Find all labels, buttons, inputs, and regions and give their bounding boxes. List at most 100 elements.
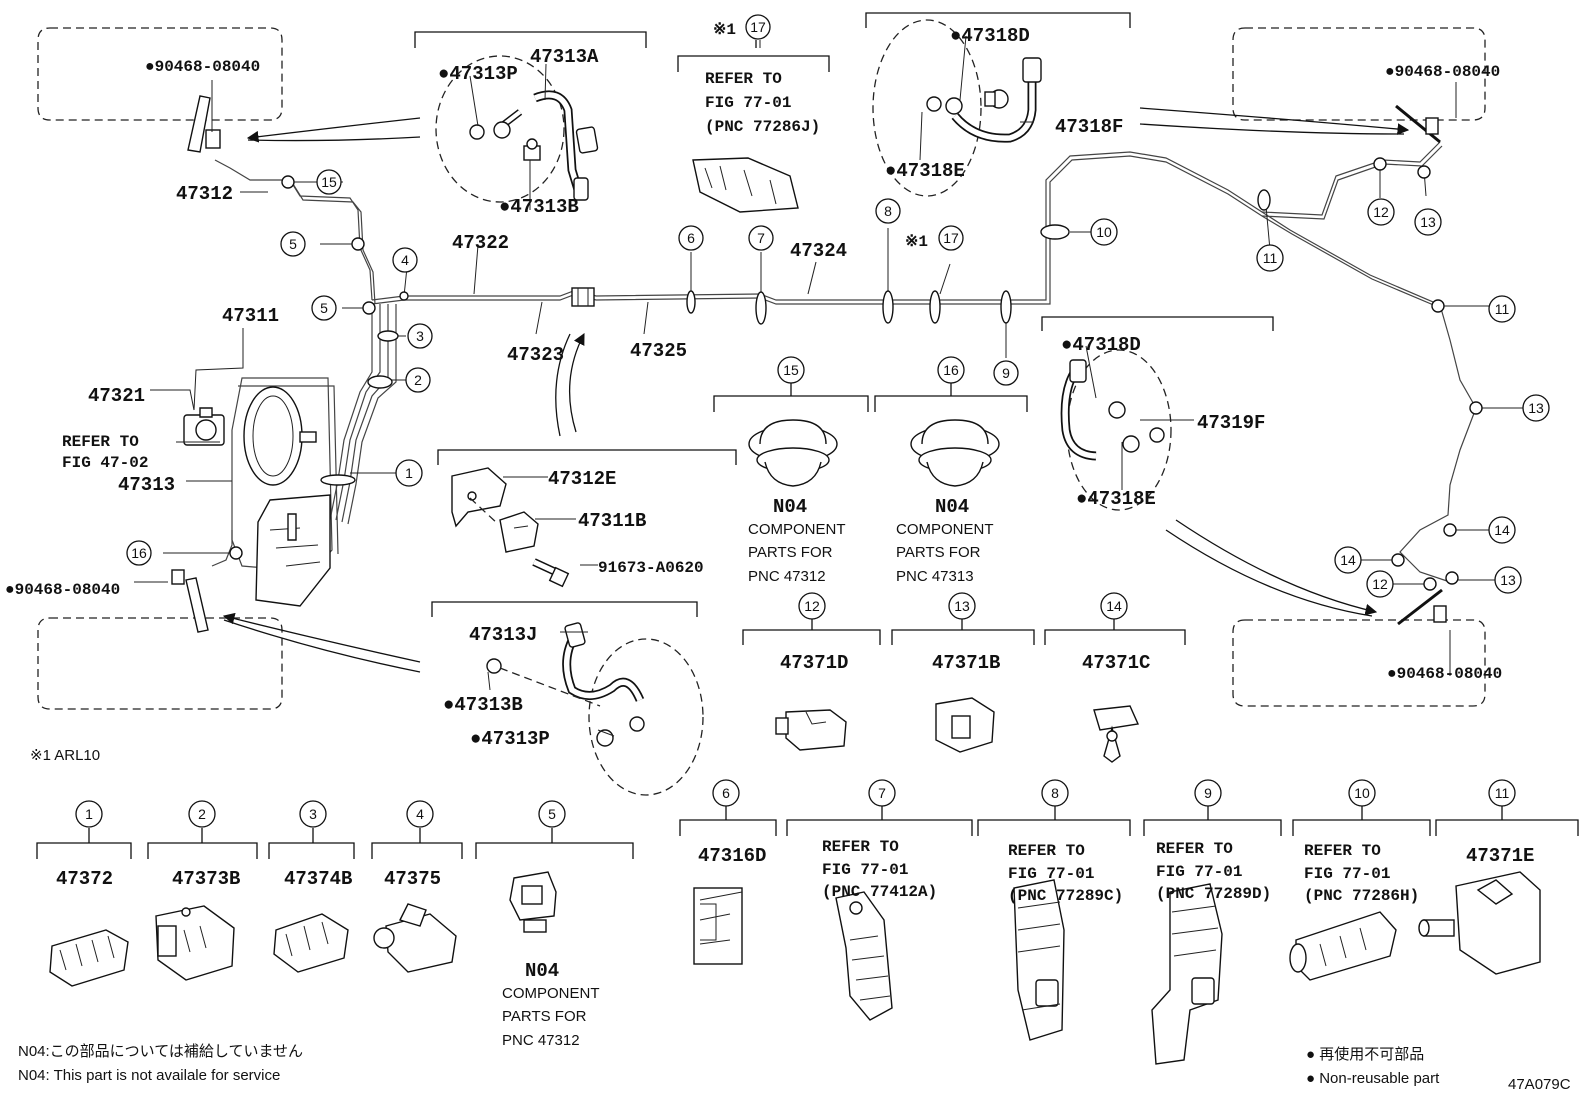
key-callout-1: 1 xyxy=(75,800,103,828)
callout-17b: 17 xyxy=(938,225,964,251)
callout-6: 6 xyxy=(678,225,704,251)
grommet-16 xyxy=(910,419,1000,487)
svg-text:1: 1 xyxy=(85,806,93,822)
svg-text:5: 5 xyxy=(548,806,556,822)
comp-b-line2: PARTS FOR xyxy=(896,544,981,561)
comp-c-line1: COMPONENT xyxy=(502,985,600,1002)
svg-text:12: 12 xyxy=(804,598,820,614)
key-callout-16: 16 xyxy=(937,356,965,384)
callout-16: 16 xyxy=(126,540,152,566)
label-47318F: 47318F xyxy=(1055,116,1123,138)
detail-box-top-right xyxy=(1232,27,1486,121)
key-callout-7: 7 xyxy=(868,779,896,807)
ref-77286j-line2: FIG 77-01 xyxy=(705,94,791,112)
clip-77286h xyxy=(1289,911,1397,981)
legend-n04-en: N04: This part is not availale for servi… xyxy=(18,1067,280,1084)
callout-12a: 12 xyxy=(1367,198,1395,226)
label-47318E-top: ●47318E xyxy=(885,160,965,182)
key-callout-13: 13 xyxy=(948,592,976,620)
label-47313: 47313 xyxy=(118,474,175,496)
clip-47371d xyxy=(775,709,847,751)
label-47374B: 47374B xyxy=(284,868,352,890)
clip-47372 xyxy=(49,929,129,987)
label-47323: 47323 xyxy=(507,344,564,366)
svg-text:17: 17 xyxy=(750,19,766,35)
label-47313B-top: ●47313B xyxy=(499,196,579,218)
callout-11a: 11 xyxy=(1256,244,1284,272)
ref-77412a-line1: REFER TO xyxy=(822,838,899,856)
callout-11b: 11 xyxy=(1488,295,1516,323)
svg-text:8: 8 xyxy=(1051,785,1059,801)
svg-text:14: 14 xyxy=(1340,552,1356,568)
svg-text:9: 9 xyxy=(1002,365,1010,381)
comp-c-line3: PNC 47312 xyxy=(502,1032,580,1049)
callout-14b: 14 xyxy=(1334,546,1362,574)
clip-77286j xyxy=(692,157,799,213)
svg-text:4: 4 xyxy=(401,252,409,268)
callout-10: 10 xyxy=(1090,218,1118,246)
key-callout-12: 12 xyxy=(798,592,826,620)
svg-text:11: 11 xyxy=(1495,301,1510,317)
callout-leaders xyxy=(163,164,1530,585)
svg-text:11: 11 xyxy=(1495,785,1510,801)
label-90468-br: ●90468-08040 xyxy=(1387,665,1502,683)
key-callout-8: 8 xyxy=(1041,779,1069,807)
svg-text:6: 6 xyxy=(722,785,730,801)
label-47311: 47311 xyxy=(222,305,279,327)
callout-13b: 13 xyxy=(1522,394,1550,422)
svg-text:14: 14 xyxy=(1494,522,1510,538)
flex-hose-top-left xyxy=(435,55,599,203)
grommet-n04 xyxy=(509,871,557,933)
label-47313J: 47313J xyxy=(469,624,537,646)
legend-nonreuse-jp: ● 再使用不可部品 xyxy=(1306,1046,1424,1063)
callout-12b: 12 xyxy=(1366,570,1394,598)
comp-b-line1: COMPONENT xyxy=(896,521,994,538)
label-47324: 47324 xyxy=(790,240,847,262)
ref-77286h-line3: (PNC 77286H) xyxy=(1304,887,1419,905)
pointer-arrows xyxy=(222,107,1410,673)
label-47371C: 47371C xyxy=(1082,652,1150,674)
ref-77412a-line3: (PNC 77412A) xyxy=(822,883,937,901)
label-47319F: 47319F xyxy=(1197,412,1265,434)
svg-text:12: 12 xyxy=(1372,576,1388,592)
diagram-code: 47A079C xyxy=(1508,1076,1571,1093)
ref-77286h-line1: REFER TO xyxy=(1304,842,1381,860)
clip-47374b xyxy=(273,913,349,973)
key-callout-9: 9 xyxy=(1194,779,1222,807)
svg-text:12: 12 xyxy=(1373,204,1389,220)
label-47313P-top: ●47313P xyxy=(438,63,518,85)
detail-box-top-left xyxy=(37,27,283,121)
svg-text:10: 10 xyxy=(1096,224,1112,240)
callouts: 17 15 5 5 4 3 2 1 16 6 7 8 17 9 10 11 12… xyxy=(75,14,1550,828)
label-47371E: 47371E xyxy=(1466,845,1534,867)
comp-b-line3: PNC 47313 xyxy=(896,568,974,585)
ref-77289c-line2: FIG 77-01 xyxy=(1008,865,1094,883)
label-47321: 47321 xyxy=(88,385,145,407)
ref-77286h-line2: FIG 77-01 xyxy=(1304,865,1390,883)
bracket-lines xyxy=(36,12,1579,859)
key-callout-3: 3 xyxy=(299,800,327,828)
label-47312: 47312 xyxy=(176,183,233,205)
label-n04-b: N04 xyxy=(935,496,969,518)
svg-text:3: 3 xyxy=(416,328,424,344)
label-47316D: 47316D xyxy=(698,845,766,867)
key-callout-4: 4 xyxy=(406,800,434,828)
key-callout-14: 14 xyxy=(1100,592,1128,620)
flex-hose-bottom xyxy=(486,622,704,796)
label-47375: 47375 xyxy=(384,868,441,890)
svg-text:8: 8 xyxy=(884,203,892,219)
svg-text:15: 15 xyxy=(321,174,337,190)
callout-8: 8 xyxy=(875,198,901,224)
ref-77289d-line2: FIG 77-01 xyxy=(1156,863,1242,881)
comp-a-line2: PARTS FOR xyxy=(748,544,833,561)
brake-pipes xyxy=(211,141,1477,583)
legend-n04-jp: N04:この部品については補給していません xyxy=(18,1043,303,1060)
key-callout-11: 11 xyxy=(1488,779,1516,807)
svg-text:9: 9 xyxy=(1204,785,1212,801)
label-n04-c: N04 xyxy=(525,960,559,982)
callout-15: 15 xyxy=(316,169,342,195)
clip-47316d xyxy=(693,887,743,965)
callout-13c: 13 xyxy=(1494,566,1522,594)
svg-text:4: 4 xyxy=(416,806,424,822)
